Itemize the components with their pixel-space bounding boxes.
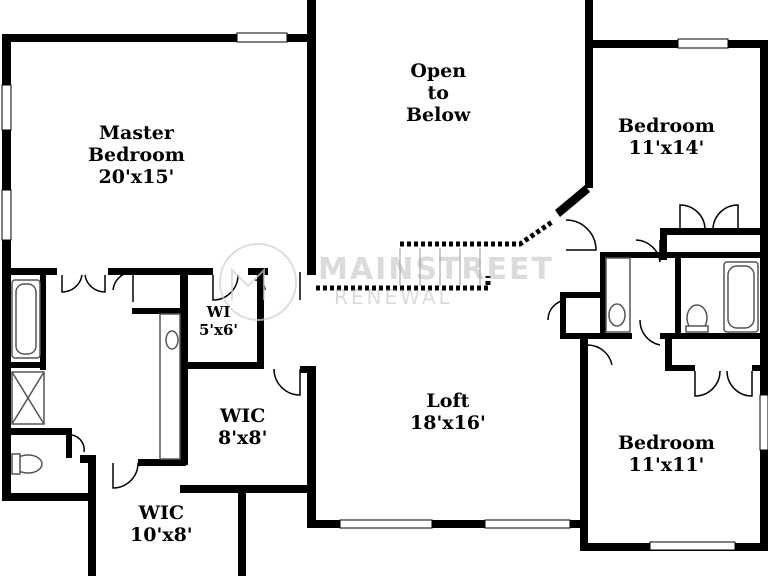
wic-2-name: WIC bbox=[138, 502, 184, 524]
bedroom-1-name: Bedroom bbox=[618, 115, 715, 137]
wic-1-size: 8'x8' bbox=[218, 427, 268, 449]
loft-size: 18'x16' bbox=[410, 412, 486, 434]
open-line-2: to bbox=[427, 82, 449, 104]
wic-2-size: 10'x8' bbox=[130, 524, 193, 546]
stair-treads bbox=[399, 248, 481, 286]
wic-1-name: WIC bbox=[220, 405, 266, 427]
wic-3-size: 5'x6' bbox=[199, 321, 239, 339]
watermark-line-1: MAINSTREET bbox=[318, 252, 554, 287]
fixtures bbox=[11, 257, 759, 475]
wic-3-label: WI 5'x6' bbox=[199, 303, 238, 339]
bedroom-1-label: Bedroom 11'x14' bbox=[618, 115, 715, 159]
watermark: MAINSTREET RENEWAL bbox=[318, 252, 554, 309]
bedroom-2-name: Bedroom bbox=[618, 432, 715, 454]
watermark-mark bbox=[219, 243, 297, 321]
master-bedroom-name: Master bbox=[98, 122, 174, 144]
watermark-line-2: RENEWAL bbox=[334, 285, 453, 309]
open-line-3: Below bbox=[406, 104, 471, 126]
bedroom-2-size: 11'x11' bbox=[628, 454, 705, 476]
stair-railing bbox=[316, 219, 554, 291]
vanity bbox=[159, 313, 181, 460]
loft-label: Loft 18'x16' bbox=[410, 390, 486, 434]
master-bedroom-size: 20'x15' bbox=[98, 166, 175, 188]
open-to-below-label: Open to Below bbox=[406, 60, 470, 126]
bedroom-2-label: Bedroom 11'x11' bbox=[618, 432, 715, 476]
doors bbox=[61, 204, 753, 489]
wic-1-label: WIC 8'x8' bbox=[218, 405, 267, 449]
master-bedroom-label: Master Bedroom 20'x15' bbox=[88, 122, 185, 188]
windows bbox=[1, 32, 768, 551]
wic-3-name: WI bbox=[206, 303, 231, 321]
loft-name: Loft bbox=[426, 390, 470, 412]
master-bedroom-name-2: Bedroom bbox=[88, 144, 185, 166]
wic-2-label: WIC 10'x8' bbox=[130, 502, 193, 546]
bedroom-1-size: 11'x14' bbox=[628, 137, 705, 159]
open-line-1: Open bbox=[410, 60, 467, 82]
